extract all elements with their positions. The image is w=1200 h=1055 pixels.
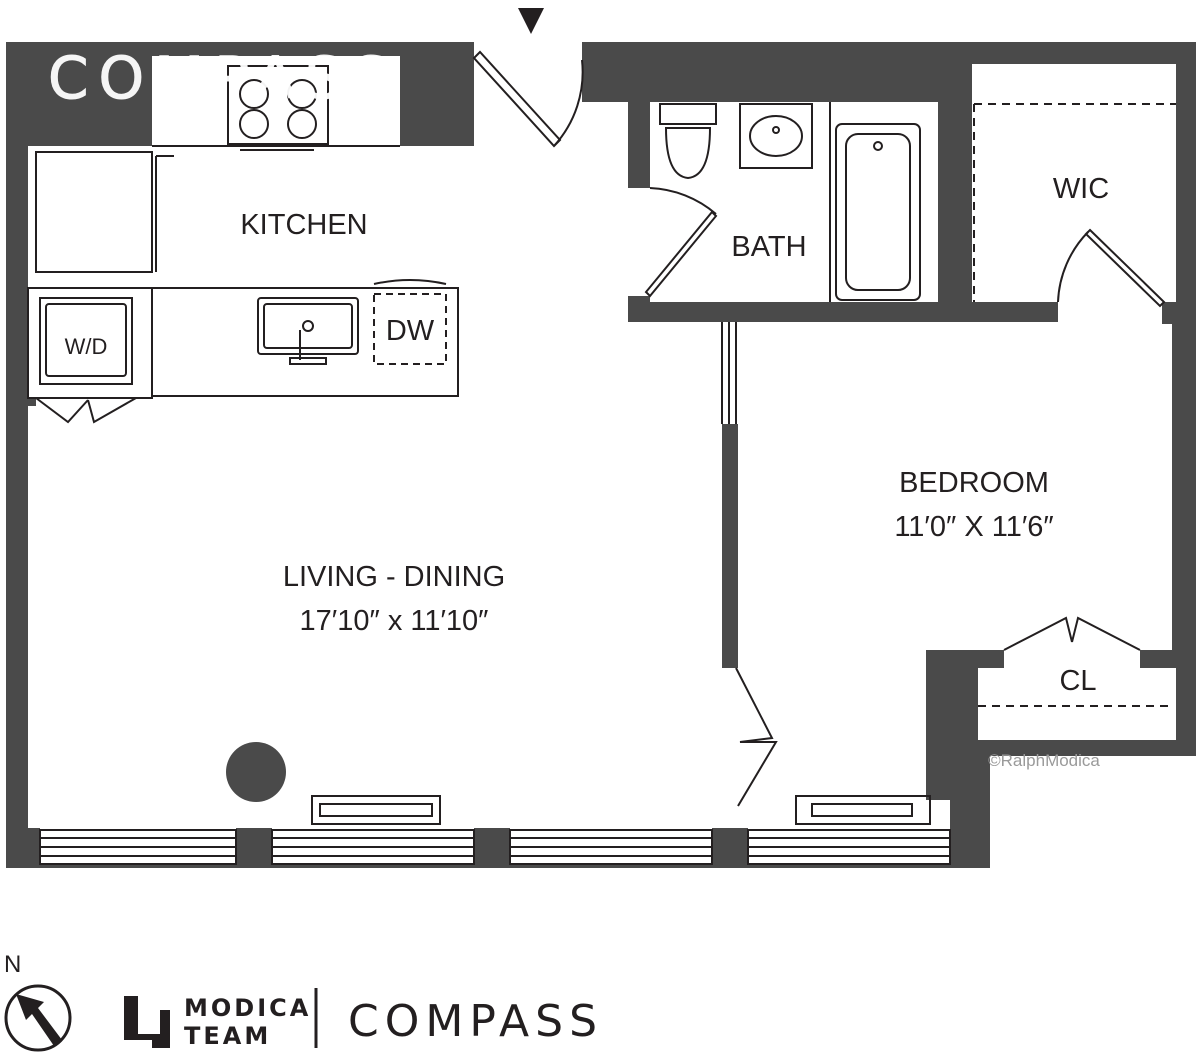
room-label-wic: WIC: [1053, 173, 1109, 205]
window-2: [271, 829, 475, 865]
entry-door: [472, 50, 584, 148]
toilet: [659, 103, 717, 180]
fixture-label-dw: DW: [386, 315, 435, 347]
interior-lines: [27, 102, 1176, 707]
washer-dryer: [39, 297, 133, 385]
bath-sink: [739, 103, 813, 169]
column: [226, 742, 286, 802]
window-1: [39, 829, 237, 865]
bath-door: [644, 187, 718, 298]
refrigerator: [35, 151, 153, 273]
copyright-label: ©RalphModica: [988, 751, 1100, 770]
modica-team-line1: MODICA: [184, 994, 311, 1022]
closet-doors: [1003, 616, 1141, 651]
wic-door: [1057, 228, 1166, 308]
modica-team-logo-icon: [124, 996, 170, 1048]
fixture-label-wd: W/D: [65, 334, 108, 359]
room-label-bedroom: BEDROOM: [899, 467, 1049, 499]
kitchen-sink: [257, 297, 359, 365]
entry-arrow-icon: [518, 8, 544, 34]
window-4: [747, 829, 951, 865]
windows: [39, 829, 951, 865]
room-label-closet: CL: [1059, 665, 1096, 697]
north-label: N: [4, 951, 21, 978]
north-arrow-icon: [4, 984, 72, 1052]
dishwasher: [373, 279, 447, 365]
modica-team-line2: TEAM: [184, 1022, 271, 1050]
radiators: [311, 795, 931, 825]
bedroom-door: [735, 667, 778, 807]
room-label-bath: BATH: [731, 231, 806, 263]
wd-doors: [35, 397, 137, 424]
window-3: [509, 829, 713, 865]
walls: [6, 42, 1196, 868]
room-label-kitchen: KITCHEN: [240, 209, 367, 241]
bathtub: [835, 123, 921, 301]
room-dims-bedroom: 11′0″ X 11′6″: [894, 511, 1053, 543]
room-dims-living: 17′10″ x 11′10″: [300, 605, 489, 637]
room-label-living: LIVING - DINING: [283, 561, 505, 593]
watermark-logo: COMPASS: [48, 44, 399, 112]
stove: [227, 65, 329, 151]
footer-compass-logo: COMPASS: [348, 996, 603, 1047]
